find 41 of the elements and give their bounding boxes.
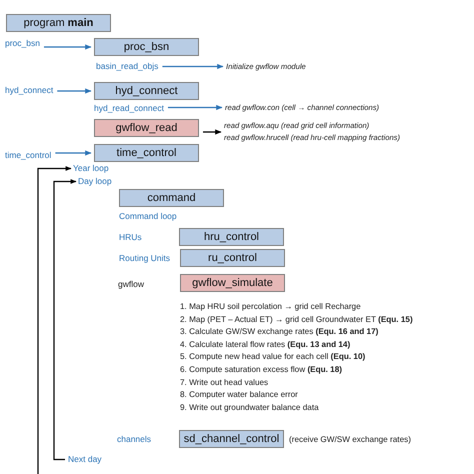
routine-label: basin_read_objs bbox=[96, 61, 158, 72]
arrow bbox=[44, 44, 92, 50]
step-text: 3. Calculate GW/SW exchange rates (Equ. 16 and 17) bbox=[180, 326, 378, 338]
step-text: 6. Compute saturation excess flow (Equ. 18) bbox=[180, 364, 342, 375]
module-box: program main bbox=[6, 14, 111, 32]
module-box: hru_control bbox=[179, 228, 284, 246]
step-text: 7. Write out head values bbox=[180, 376, 268, 388]
step-text: 2. Map (PET – Actual ET) → grid cell Groundwater ET (Equ. 15) bbox=[180, 314, 413, 325]
module-box: hyd_connect bbox=[94, 82, 199, 100]
section-label: gwflow bbox=[118, 279, 144, 290]
routine-label: Next day bbox=[68, 454, 102, 465]
module-box: ru_control bbox=[180, 249, 285, 267]
step-text: 5. Compute new head value for each cell (Equ. 10) bbox=[180, 351, 366, 362]
step-text: 4. Calculate lateral flow rates (Equ. 13 and 14) bbox=[180, 338, 350, 350]
section-label: HRUs bbox=[119, 232, 142, 243]
section-label: channels bbox=[117, 434, 152, 445]
arrow bbox=[168, 104, 223, 110]
step-text: 9. Write out groundwater balance data bbox=[180, 402, 319, 413]
module-box: proc_bsn bbox=[94, 38, 199, 56]
section-label: Routing Units bbox=[119, 253, 170, 264]
routine-label: hyd_read_connect bbox=[94, 103, 164, 114]
note-text: (receive GW/SW exchange rates) bbox=[289, 434, 411, 445]
routine-label: proc_bsn bbox=[5, 38, 40, 49]
loop-arrow bbox=[53, 179, 77, 460]
step-text: 8. Computer water balance error bbox=[180, 389, 298, 400]
routine-label: Year loop bbox=[73, 163, 109, 174]
module-box: gwflow_read bbox=[94, 119, 199, 137]
routine-label: time_control bbox=[5, 150, 52, 161]
module-box: sd_channel_control bbox=[179, 430, 284, 448]
arrow bbox=[203, 129, 222, 135]
section-label: Command loop bbox=[119, 211, 177, 222]
routine-label: hyd_connect bbox=[5, 85, 54, 96]
arrow bbox=[57, 88, 92, 94]
module-box: time_control bbox=[94, 144, 199, 162]
arrow bbox=[162, 64, 224, 70]
arrow bbox=[55, 150, 92, 156]
routine-label: Day loop bbox=[78, 176, 112, 187]
module-box: command bbox=[119, 189, 224, 207]
loop-arrow bbox=[37, 166, 72, 474]
module-box: gwflow_simulate bbox=[180, 274, 285, 292]
step-text: 1. Map HRU soil percolation → grid cell Recharge bbox=[180, 301, 361, 312]
